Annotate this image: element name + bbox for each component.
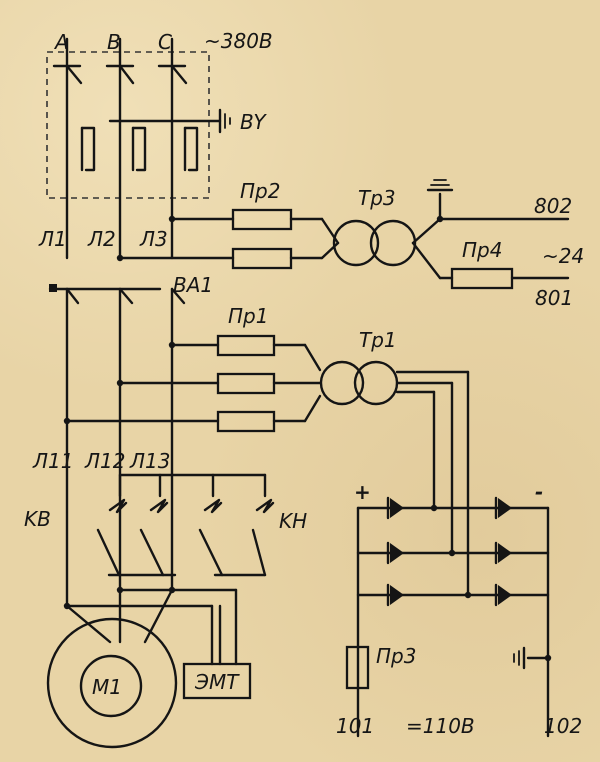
diode-right-3-triangle <box>498 585 512 605</box>
tr1-primary-coil <box>319 360 365 406</box>
kv-label: KB <box>24 507 51 531</box>
kn-switch-2 <box>251 528 267 577</box>
tr1-primary-bottom <box>303 394 322 423</box>
junction-motor-3 <box>168 586 176 594</box>
kv-marker <box>66 511 68 513</box>
va1-blade-1 <box>65 287 80 305</box>
fuse-pr2-top <box>231 208 293 231</box>
out-801-label: 801 <box>535 286 573 310</box>
junction-tr1-1 <box>168 341 176 349</box>
phase-a-label: A <box>53 30 69 54</box>
junction-tr1-2 <box>116 379 124 387</box>
vu-label: BY <box>240 110 267 134</box>
l3-label: Л3 <box>139 227 168 251</box>
motor-group <box>46 617 252 749</box>
tr3-primary-top <box>320 217 340 245</box>
phase-a-blade <box>65 64 83 85</box>
dc-ground-junction <box>544 654 552 662</box>
l11-label: Л11 <box>32 449 74 473</box>
out-101-label: 101 <box>336 714 374 738</box>
kv-switch-2 <box>139 528 165 577</box>
emt-label: ЭМТ <box>194 670 240 694</box>
contactor-group: Л11 Л12 Л13 <box>32 449 275 666</box>
l13-label: Л13 <box>129 449 171 473</box>
emt-box <box>182 662 252 700</box>
fuse-pr1-3 <box>216 410 276 433</box>
minus-label: - <box>535 480 543 504</box>
tr1-primary-top <box>303 343 322 372</box>
diode-left-3-triangle <box>390 585 404 605</box>
l2-label: Л2 <box>87 227 116 251</box>
tr3-primary-coil <box>332 219 380 267</box>
diode-left-2-triangle <box>390 543 404 563</box>
va1-blade-3 <box>170 287 186 305</box>
pr3-label: Пр3 <box>376 644 416 668</box>
rectifier-group <box>345 496 552 738</box>
motor-label: M1 <box>92 675 122 699</box>
contact-1 <box>108 498 128 514</box>
va1-label: BA1 <box>173 273 213 297</box>
main-breaker-group <box>48 284 186 608</box>
bridge-junction-2 <box>448 549 456 557</box>
l12-label: Л12 <box>84 449 126 473</box>
input-switch-group <box>46 37 231 260</box>
fuse-pr4 <box>450 267 514 290</box>
diode-left-1-triangle <box>390 498 404 518</box>
out-102-label: 102 <box>544 714 582 738</box>
phase-c-blade <box>170 64 188 85</box>
va1-blade-2 <box>118 287 134 305</box>
control-transformer-branch <box>116 179 570 290</box>
phase-b-blade <box>118 64 135 85</box>
tr3-secondary-bottom <box>411 241 442 280</box>
fuse-pr1-1 <box>216 334 276 357</box>
contact-2 <box>149 498 169 514</box>
tr3-secondary-top <box>411 217 442 245</box>
diode-right-1-triangle <box>498 498 512 518</box>
motor-outer <box>46 617 178 749</box>
junction-l2-tr3 <box>116 254 124 262</box>
phase-c-label: C <box>158 30 172 54</box>
main-transformer-branch <box>63 334 470 597</box>
tr3-ground-junction <box>436 215 444 223</box>
tr3-secondary-coil <box>369 219 417 267</box>
diode-right-2-triangle <box>498 543 512 563</box>
fuse-pr1-2 <box>216 372 276 395</box>
tr1-label: Тр1 <box>359 328 397 352</box>
switch-enclosure <box>46 51 210 199</box>
junction-l3-tr3 <box>168 215 176 223</box>
bridge-junction-1 <box>430 504 438 512</box>
motor-lead-3 <box>143 588 174 644</box>
fuse-pr3 <box>345 645 370 690</box>
out-802-label: 802 <box>534 194 572 218</box>
phase-c-overload-right <box>183 126 199 172</box>
pr2-label: Пр2 <box>240 179 280 203</box>
l1-label: Л1 <box>38 227 67 251</box>
junction-tr1-3 <box>63 417 71 425</box>
contact-4 <box>255 498 275 514</box>
plus-label: + <box>354 480 371 504</box>
pr4-label: Пр4 <box>462 238 502 262</box>
phase-b-overload-right <box>131 126 147 172</box>
dc-voltage-label: =110B <box>406 714 475 738</box>
junction-motor-2 <box>116 586 124 594</box>
fuse-pr2-bottom <box>231 247 293 270</box>
bridge-junction-3 <box>464 591 472 599</box>
tr3-label: Тр3 <box>358 186 396 210</box>
tr1-secondary-coil <box>353 360 399 406</box>
pr1-label: Пр1 <box>228 304 268 328</box>
kn-label: KH <box>279 509 307 533</box>
kv-switch-1 <box>96 528 121 577</box>
supply-voltage-label: ~380B <box>204 29 273 53</box>
contact-3 <box>203 498 223 514</box>
junction-motor-1 <box>63 602 71 610</box>
kn-switch-1 <box>198 528 224 577</box>
ac-24-label: ~24 <box>542 244 584 268</box>
breaker-left-mark <box>49 284 57 292</box>
motor-inner <box>79 654 143 718</box>
phase-b-label: B <box>107 30 121 54</box>
phase-a-overload-right <box>80 126 96 172</box>
